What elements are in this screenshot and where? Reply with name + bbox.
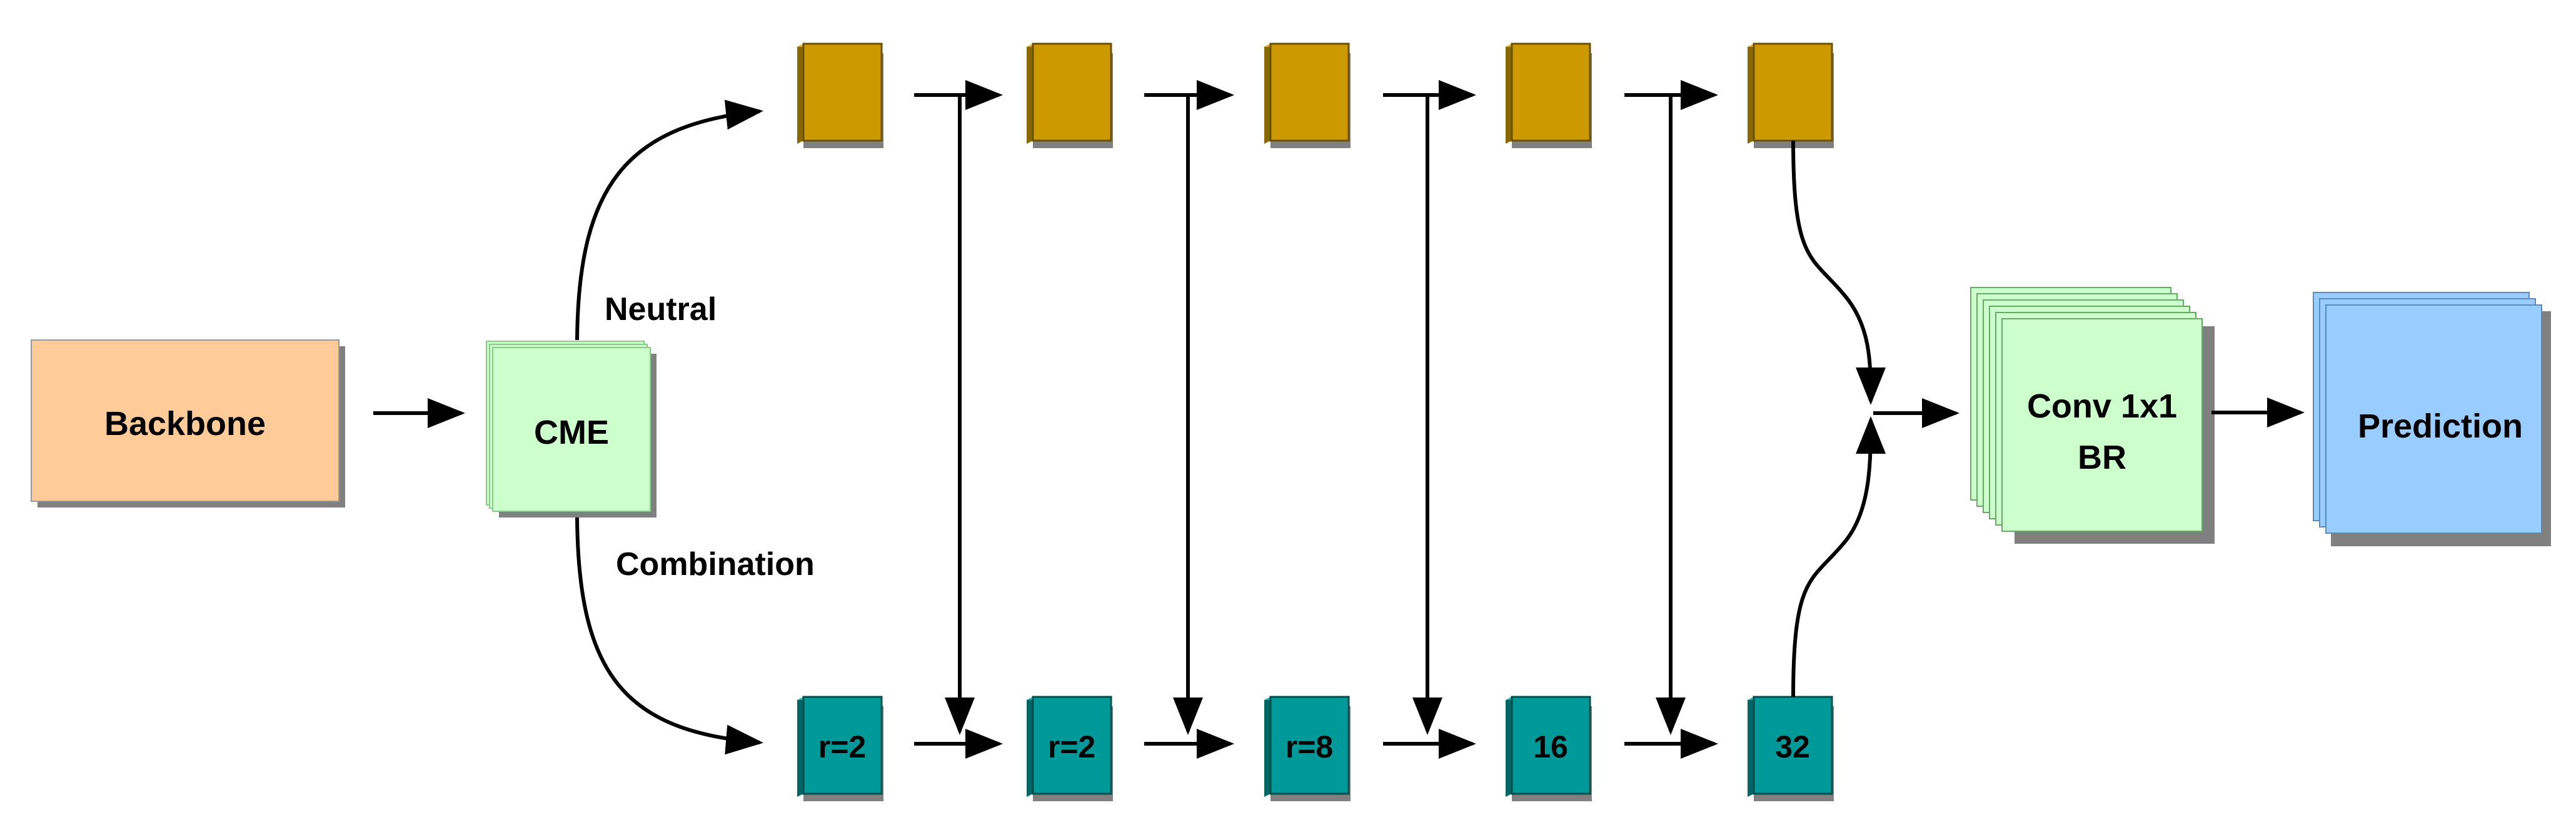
prediction-node: Prediction bbox=[2313, 292, 2551, 546]
teal-block-3: r=8 bbox=[1264, 696, 1351, 801]
teal-block-1: r=2 bbox=[797, 696, 883, 801]
top-merge-curve bbox=[1791, 140, 1886, 405]
backbone-label: Backbone bbox=[104, 405, 266, 442]
gold-block-4 bbox=[1506, 42, 1592, 148]
teal-block-2: r=2 bbox=[1027, 696, 1113, 801]
teal-block-5-label: 32 bbox=[1775, 729, 1810, 764]
neutral-branch-curve bbox=[575, 99, 763, 341]
gold-block-5 bbox=[1748, 42, 1834, 148]
teal-block-2-label: r=2 bbox=[1048, 729, 1095, 764]
teal-block-3-label: r=8 bbox=[1285, 729, 1333, 764]
teal-block-1-label: r=2 bbox=[818, 729, 866, 764]
conv-node: Conv 1x1 BR bbox=[1970, 287, 2215, 544]
prediction-label: Prediction bbox=[2358, 408, 2523, 445]
bottom-merge-curve bbox=[1791, 416, 1886, 698]
gold-block-2 bbox=[1027, 42, 1113, 148]
teal-block-4: 16 bbox=[1506, 696, 1592, 801]
gold-block-1 bbox=[797, 42, 883, 148]
backbone-node: Backbone bbox=[31, 339, 345, 508]
teal-block-5: 32 bbox=[1748, 696, 1834, 801]
cme-node: CME bbox=[486, 341, 657, 518]
combination-branch-curve bbox=[575, 517, 763, 755]
gold-block-3 bbox=[1264, 42, 1351, 148]
combination-label: Combination bbox=[616, 546, 815, 582]
cme-label: CME bbox=[534, 414, 609, 451]
neutral-label: Neutral bbox=[605, 291, 717, 328]
teal-block-4-label: 16 bbox=[1533, 729, 1568, 764]
conv-label-line1: Conv 1x1 bbox=[2027, 388, 2177, 425]
conv-label-line2: BR bbox=[2078, 439, 2126, 476]
